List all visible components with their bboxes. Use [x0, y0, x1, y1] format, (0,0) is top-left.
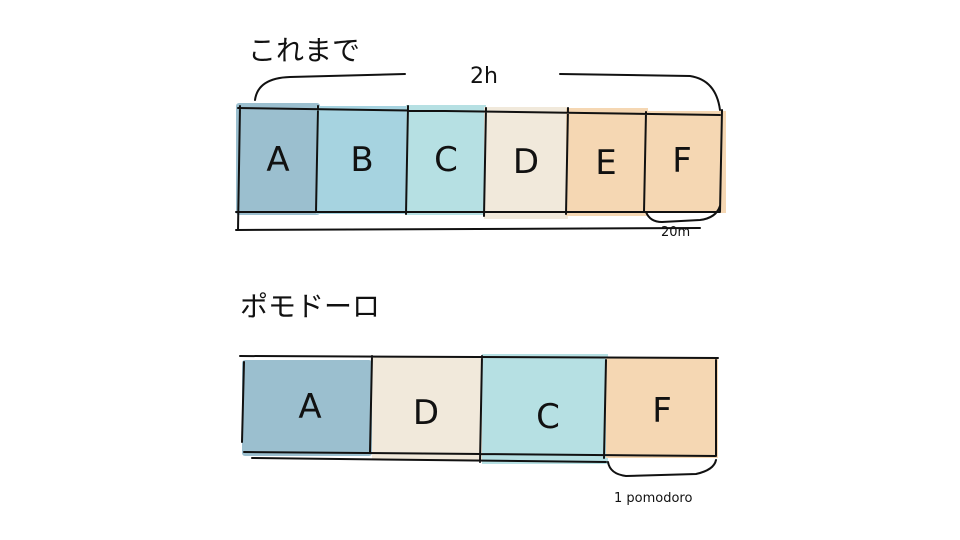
segment-brace	[645, 205, 721, 223]
section-before-title: これまで	[248, 34, 360, 67]
pomodoro-block-c-fill	[482, 354, 608, 464]
pomodoro-block-f-fill	[606, 358, 718, 458]
section-pomodoro-title: ポモドーロ	[240, 290, 380, 323]
pomodoro-blocks	[242, 354, 718, 464]
block-c-label: C	[434, 140, 458, 180]
pomodoro-outline	[239, 355, 719, 463]
block-b-label: B	[350, 140, 373, 180]
section-pomodoro: ポモドーロ A D C F 1 pomodoro	[239, 290, 719, 506]
pomodoro-block-a-fill	[242, 360, 372, 456]
block-c-fill	[406, 105, 486, 215]
pomodoro-block-d-fill	[372, 356, 482, 460]
pomodoro-block-f-label: F	[652, 391, 672, 431]
block-b-fill	[316, 106, 408, 214]
block-f-label: F	[672, 141, 692, 181]
block-f-fill	[644, 111, 726, 213]
section-before: これまで 2h A B C D E F 20m	[235, 34, 726, 240]
pomodoro-duration-label: 1 pomodoro	[614, 491, 692, 506]
pomodoro-brace	[607, 459, 717, 477]
total-brace	[254, 73, 721, 111]
pomodoro-block-c-label: C	[536, 397, 560, 437]
total-duration-label: 2h	[470, 64, 498, 89]
before-outline	[235, 105, 723, 231]
before-blocks	[236, 103, 726, 219]
block-d-fill	[484, 107, 568, 219]
block-a-fill	[236, 103, 320, 215]
block-d-label: D	[513, 142, 539, 182]
block-a-label: A	[266, 140, 289, 180]
segment-duration-label: 20m	[661, 225, 690, 240]
pomodoro-block-a-label: A	[298, 387, 321, 427]
block-e-fill	[566, 108, 648, 216]
block-e-label: E	[595, 143, 616, 183]
pomodoro-block-d-label: D	[413, 393, 439, 433]
